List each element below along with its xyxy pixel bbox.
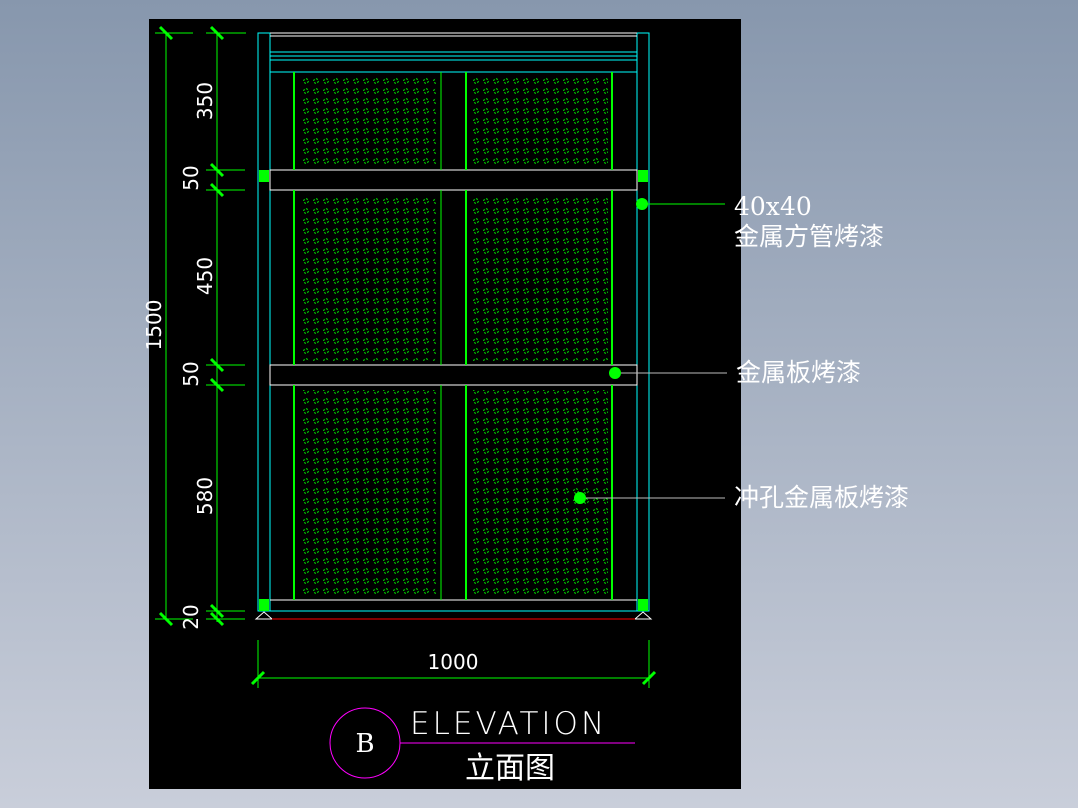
dim-50-middle: 50 bbox=[179, 361, 203, 386]
white-rails bbox=[269, 32, 638, 601]
vertical-dimension-labels: 1500 350 50 450 50 580 20 bbox=[142, 82, 217, 630]
callout-metal-plate: 金属板烤漆 bbox=[736, 358, 861, 387]
horizontal-dimension bbox=[250, 640, 657, 688]
title-block: B ELEVATION 立面图 bbox=[329, 706, 635, 786]
dim-1000: 1000 bbox=[428, 650, 479, 674]
dim-450: 450 bbox=[193, 257, 217, 295]
callout-tube-size: 40x40 bbox=[734, 192, 812, 221]
dim-total: 1500 bbox=[142, 300, 166, 351]
callout-leaders bbox=[574, 198, 727, 504]
title-elevation-cn: 立面图 bbox=[465, 751, 555, 786]
vertical-dimension-lines bbox=[155, 25, 246, 627]
cad-drawing-sheet bbox=[149, 19, 741, 789]
perforated-panels bbox=[259, 72, 648, 611]
leveling-feet bbox=[254, 611, 653, 620]
dim-50-top: 50 bbox=[179, 165, 203, 190]
dim-20: 20 bbox=[179, 604, 203, 629]
section-marker: B bbox=[355, 729, 374, 759]
callout-perforated-plate: 冲孔金属板烤漆 bbox=[734, 483, 909, 512]
dim-350: 350 bbox=[193, 82, 217, 120]
title-elevation: ELEVATION bbox=[410, 706, 607, 742]
callout-tube-material: 金属方管烤漆 bbox=[734, 222, 884, 251]
dim-580: 580 bbox=[193, 477, 217, 515]
